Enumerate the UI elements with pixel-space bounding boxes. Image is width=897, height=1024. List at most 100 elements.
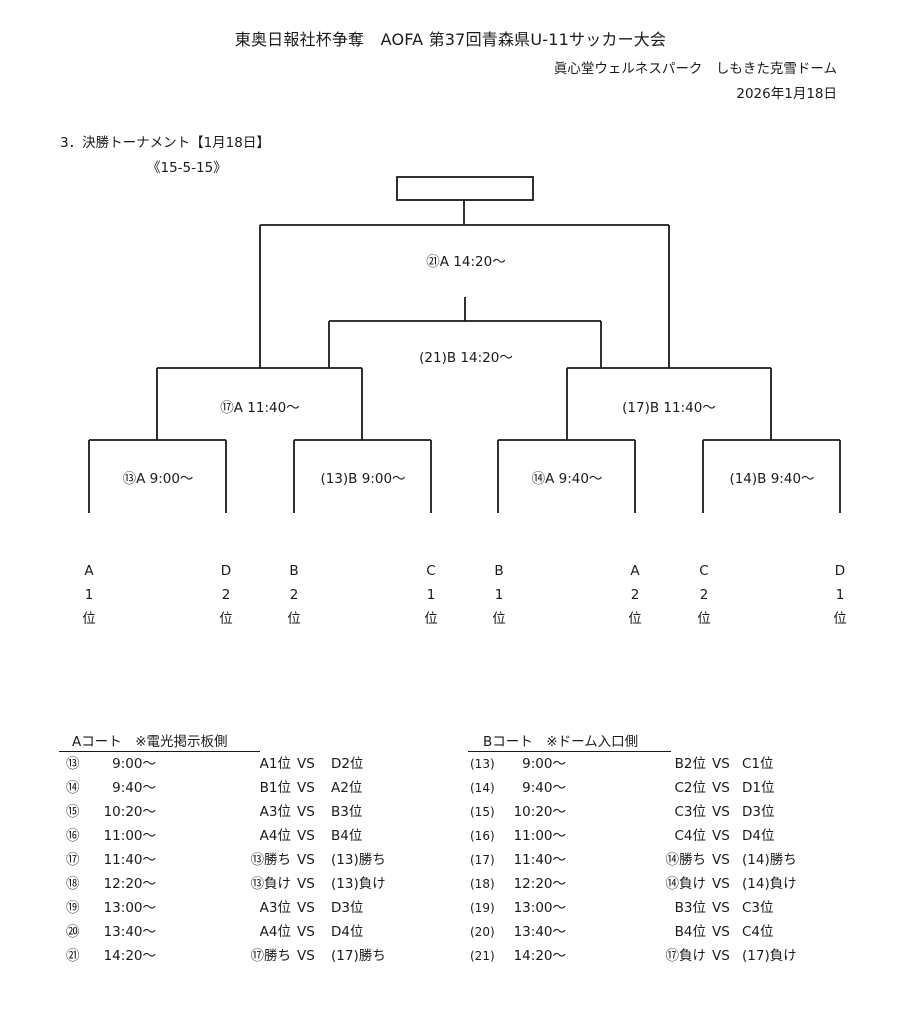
final-a-label: ㉑A 14:20～ (426, 254, 506, 270)
match-number: ⑮ (66, 804, 80, 820)
vs-label: VS (712, 924, 730, 940)
round1-label-4: (14)B 9:40～ (729, 471, 815, 487)
seed-suffix: 位 (424, 611, 438, 627)
schedule-row: (20) 13:40～ B4位 VS C4位 (470, 920, 810, 944)
away-team: D4位 (742, 828, 775, 844)
home-team: ⑰負け (665, 948, 707, 964)
home-team: C2位 (674, 780, 706, 796)
venue-name: 眞心堂ウェルネスパーク しもきた克雪ドーム (553, 61, 837, 77)
vs-label: VS (297, 852, 315, 868)
match-number: ⑰ (66, 852, 80, 868)
semi-left-bracket (156, 367, 363, 440)
seed-suffix: 位 (82, 611, 96, 627)
match-time: 9:40～ (112, 780, 156, 796)
round1-bracket-3 (497, 439, 636, 513)
final-b-label: (21)B 14:20～ (419, 350, 513, 366)
seed-group: C (699, 563, 709, 579)
match-time: 13:00～ (103, 900, 156, 916)
round1-label-3: ⑭A 9:40～ (531, 471, 603, 487)
seed-rank: 1 (426, 587, 436, 603)
seed-slot: D 1 位 (830, 559, 850, 631)
vs-label: VS (297, 948, 315, 964)
vs-label: VS (297, 780, 315, 796)
match-time: 10:20～ (513, 804, 566, 820)
seed-rank: 1 (835, 587, 845, 603)
match-time: 11:00～ (103, 828, 156, 844)
seed-rank: 2 (221, 587, 231, 603)
vs-label: VS (297, 876, 315, 892)
vs-label: VS (297, 828, 315, 844)
match-number: ⑯ (66, 828, 80, 844)
away-team: (13)勝ち (331, 852, 386, 868)
seed-group: D (220, 563, 232, 579)
away-team: C4位 (742, 924, 774, 940)
semi-label-left: ⑰A 11:40～ (220, 400, 300, 416)
match-time: 12:20～ (103, 876, 156, 892)
seed-group: A (84, 563, 94, 579)
match-format: 《15-5-15》 (147, 160, 227, 176)
seed-slot: C 1 位 (421, 559, 441, 631)
vs-label: VS (297, 804, 315, 820)
match-time: 13:40～ (513, 924, 566, 940)
vs-label: VS (297, 900, 315, 916)
match-time: 11:40～ (103, 852, 156, 868)
home-team: A3位 (259, 804, 291, 820)
seed-group: D (834, 563, 846, 579)
match-number: (19) (470, 901, 495, 915)
vs-label: VS (712, 852, 730, 868)
match-number: (13) (470, 757, 495, 771)
away-team: (14)負け (742, 876, 797, 892)
match-number: (20) (470, 925, 495, 939)
court-b-heading: Bコート ※ドーム入口側 (468, 730, 671, 752)
seed-slot: D 2 位 (216, 559, 236, 631)
match-time: 14:20～ (103, 948, 156, 964)
schedule-row: ⑲ 13:00～ A3位 VS D3位 (66, 896, 406, 920)
seed-group: B (494, 563, 504, 579)
away-team: (17)勝ち (331, 948, 386, 964)
match-number: ⑲ (66, 900, 80, 916)
vs-label: VS (712, 948, 730, 964)
away-team: (13)負け (331, 876, 386, 892)
final-a-bracket (259, 224, 670, 368)
match-number: ⑱ (66, 876, 80, 892)
match-number: (16) (470, 829, 495, 843)
away-team: D1位 (742, 780, 775, 796)
seed-rank: 1 (494, 587, 504, 603)
home-team: B4位 (674, 924, 706, 940)
away-team: B4位 (331, 828, 363, 844)
seed-suffix: 位 (287, 611, 301, 627)
seed-rank: 2 (630, 587, 640, 603)
round1-label-2: (13)B 9:00～ (320, 471, 406, 487)
home-team: A3位 (259, 900, 291, 916)
away-team: D2位 (331, 756, 364, 772)
semi-label-right: (17)B 11:40～ (622, 400, 716, 416)
seed-slot: B 1 位 (489, 559, 509, 631)
match-number: ㉑ (66, 948, 80, 964)
away-team: (17)負け (742, 948, 797, 964)
away-team: D4位 (331, 924, 364, 940)
match-time: 9:00～ (522, 756, 566, 772)
section-title: 3．決勝トーナメント【1月18日】 (60, 135, 270, 151)
seed-rank: 1 (84, 587, 94, 603)
final-b-bracket (328, 297, 602, 368)
match-time: 11:40～ (513, 852, 566, 868)
vs-label: VS (712, 876, 730, 892)
seed-suffix: 位 (833, 611, 847, 627)
match-time: 12:20～ (513, 876, 566, 892)
vs-label: VS (712, 828, 730, 844)
seed-rank: 2 (699, 587, 709, 603)
away-team: D3位 (331, 900, 364, 916)
home-team: B3位 (674, 900, 706, 916)
